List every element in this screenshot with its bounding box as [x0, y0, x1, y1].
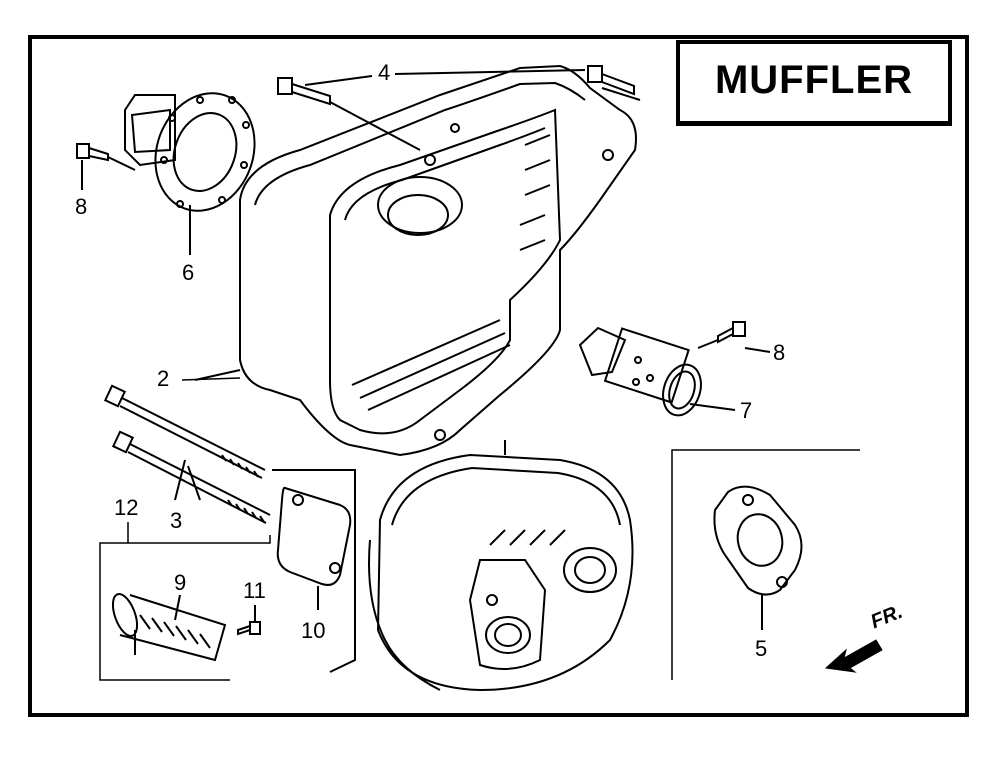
bolts-3 [103, 384, 271, 524]
page-title: MUFFLER [714, 58, 914, 102]
callout-7: 7 [740, 398, 753, 423]
muffler-protector [194, 64, 637, 457]
screen-9 [111, 593, 227, 662]
gasket-10 [272, 469, 356, 673]
exhaust-guide [124, 92, 256, 255]
gasket-5-box [671, 449, 860, 680]
kit-12-box [99, 522, 271, 681]
gasket-5 [713, 485, 803, 630]
callout-9: 9 [174, 570, 187, 595]
callout-10: 10 [301, 618, 326, 643]
screw-11 [237, 605, 261, 636]
spark-arrester [578, 326, 736, 417]
callout-5: 5 [755, 636, 768, 661]
callout-3: 3 [170, 508, 183, 533]
leader-lines [181, 377, 241, 381]
callout-4: 4 [378, 60, 391, 85]
callout-11: 11 [243, 578, 266, 603]
callout-8-left: 8 [75, 194, 88, 219]
bolt-8-left [76, 143, 136, 190]
title-box: MUFFLER [676, 40, 952, 126]
fr-arrow-icon [824, 639, 883, 673]
bolt-4-right [394, 65, 641, 101]
callout-6: 6 [182, 260, 195, 285]
bolt-4-left [277, 75, 421, 151]
bolt-8-right [697, 321, 771, 353]
muffler-body [368, 440, 634, 692]
outer-frame [28, 35, 969, 717]
callout-2: 2 [157, 366, 170, 391]
callout-8-right: 8 [773, 340, 786, 365]
callout-12: 12 [114, 495, 139, 520]
